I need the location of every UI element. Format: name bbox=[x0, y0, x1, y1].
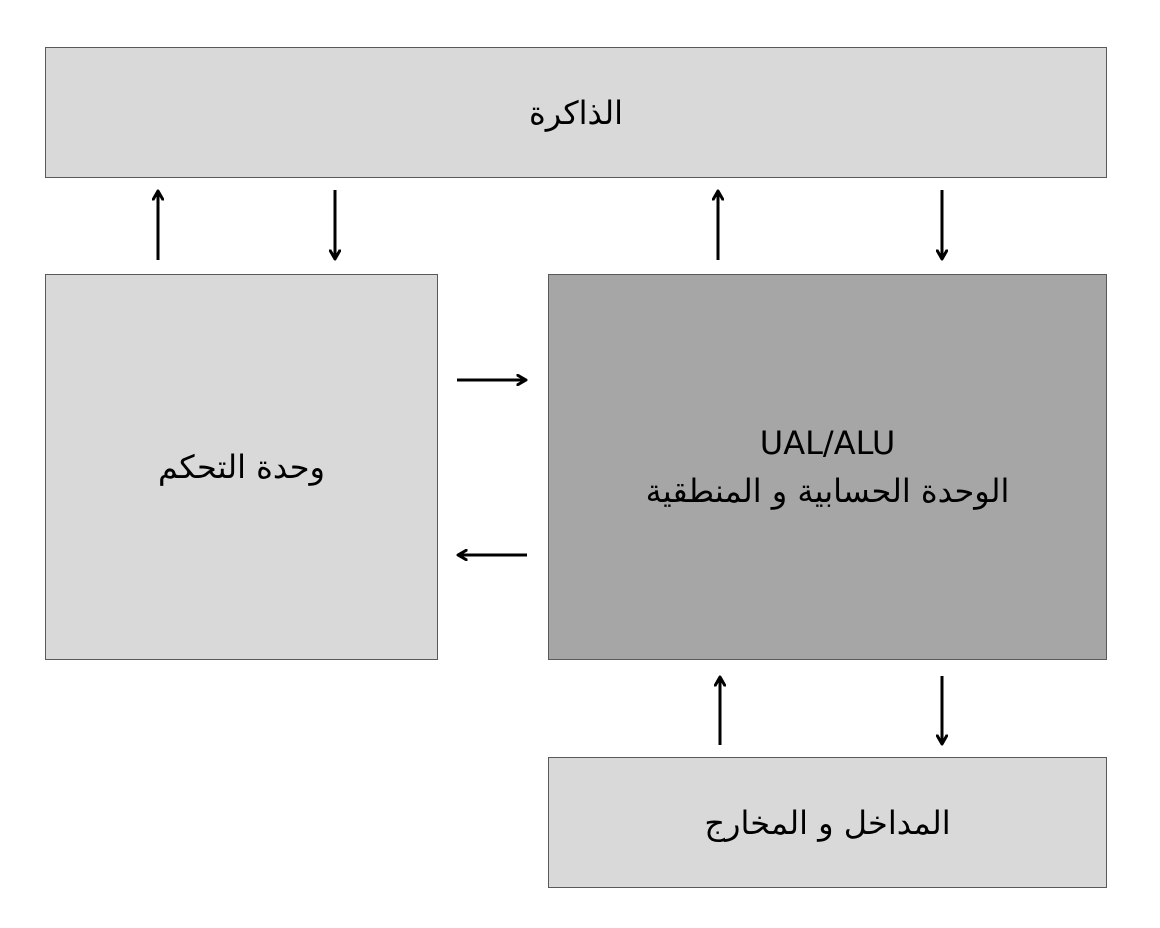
io-label: المداخل و المخارج bbox=[704, 803, 951, 842]
memory-label: الذاكرة bbox=[529, 93, 623, 132]
alu-box: UAL/ALU الوحدة الحسابية و المنطقية bbox=[548, 274, 1107, 660]
control-unit-box: وحدة التحكم bbox=[45, 274, 438, 660]
alu-latin-label: UAL/ALU bbox=[759, 424, 896, 462]
alu-arabic-label: الوحدة الحسابية و المنطقية bbox=[645, 472, 1010, 510]
io-box: المداخل و المخارج bbox=[548, 757, 1107, 888]
control-unit-label: وحدة التحكم bbox=[158, 448, 325, 486]
memory-box: الذاكرة bbox=[45, 47, 1107, 178]
